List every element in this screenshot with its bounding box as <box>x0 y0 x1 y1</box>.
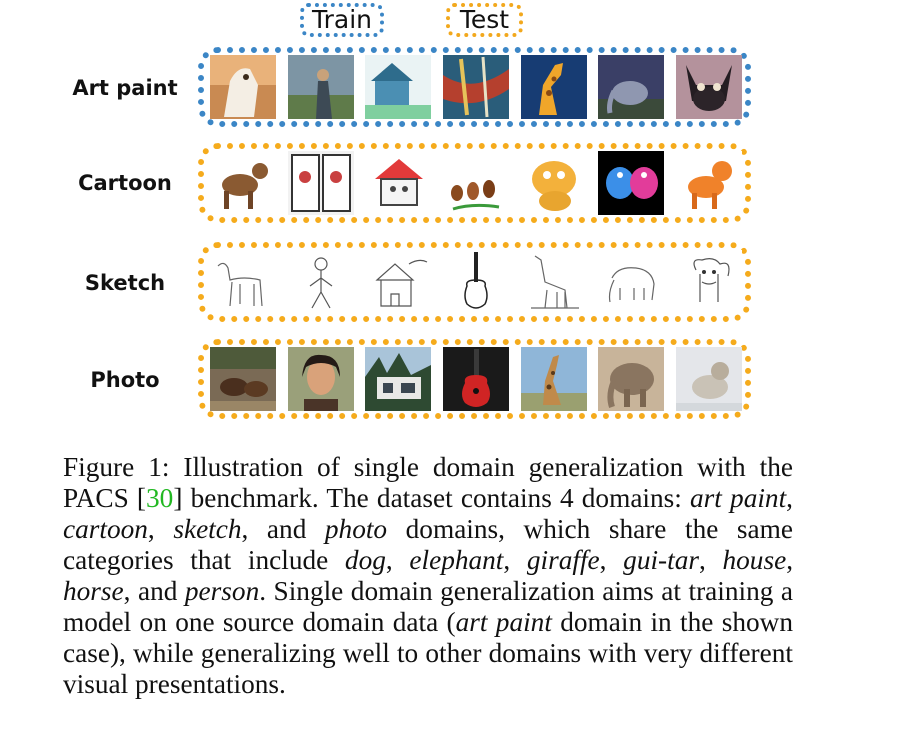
row-label-art-paint: Art paint <box>72 76 178 100</box>
caption-category-giraffe: giraffe <box>526 545 600 575</box>
cartoon-horse-image <box>210 151 276 215</box>
legend-train-box: Train <box>300 3 384 37</box>
art-paint-house-image <box>365 55 432 119</box>
caption-category-dog: dog <box>344 545 386 575</box>
caption-domain-sketch: sketch <box>173 514 242 544</box>
caption-source-domain: art paint <box>455 607 552 637</box>
caption-text-4: . Single domain generalization aims at t… <box>63 576 794 637</box>
sketch-elephant-image <box>598 250 665 314</box>
photo-elephant-image <box>598 347 665 411</box>
legend-train-label: Train <box>312 5 372 34</box>
caption-category-guitar: gui-tar <box>623 545 699 575</box>
domain-frame-sketch <box>198 242 751 322</box>
photo-horse-image <box>210 347 276 411</box>
cartoon-giraffe-image <box>520 151 587 215</box>
art-paint-guitar-image <box>442 55 509 119</box>
cartoon-person-image <box>287 151 354 215</box>
caption-separator: , <box>385 545 410 575</box>
caption-category-person: person <box>184 576 260 606</box>
image-strip-cartoon <box>210 151 742 215</box>
sketch-person-image <box>287 250 354 314</box>
caption-separator: , <box>786 545 794 575</box>
row-label-cartoon: Cartoon <box>78 171 172 195</box>
row-label-sketch: Sketch <box>84 271 166 295</box>
image-strip-sketch <box>210 250 742 314</box>
sketch-guitar-image <box>442 250 509 314</box>
caption-separator: , <box>599 545 624 575</box>
caption-separator: , <box>699 545 723 575</box>
domain-frame-cartoon <box>198 143 751 223</box>
sketch-horse-image <box>210 250 276 314</box>
caption-domain-cartoon: cartoon <box>63 514 148 544</box>
domain-frame-photo <box>198 339 751 419</box>
cartoon-dog-image <box>675 151 742 215</box>
caption-domain-art-paint: art paint <box>690 483 787 513</box>
caption-separator: , <box>147 514 174 544</box>
photo-giraffe-image <box>520 347 587 411</box>
domain-frame-art-paint <box>198 47 751 127</box>
art-paint-elephant-image <box>598 55 665 119</box>
cartoon-house-image <box>365 151 432 215</box>
art-paint-horse-image <box>210 55 276 119</box>
legend-test-box: Test <box>446 3 523 37</box>
legend-test-label: Test <box>459 5 510 34</box>
photo-guitar-image <box>442 347 509 411</box>
art-paint-person-image <box>287 55 354 119</box>
sketch-house-image <box>365 250 432 314</box>
row-label-photo: Photo <box>90 368 160 392</box>
caption-separator: , and <box>241 514 325 544</box>
caption-separator: , and <box>123 576 185 606</box>
photo-dog-image <box>675 347 742 411</box>
caption-separator: , <box>786 483 793 513</box>
caption-category-elephant: elephant <box>409 545 504 575</box>
caption-domain-photo: photo <box>324 514 388 544</box>
photo-person-image <box>287 347 354 411</box>
image-strip-photo <box>210 347 742 411</box>
caption-text-1: Figure 1: Illustration of single domain … <box>63 452 793 513</box>
caption-text-5: domain in the shown case), while general… <box>63 607 793 699</box>
image-strip-art-paint <box>210 55 742 119</box>
art-paint-giraffe-image <box>520 55 587 119</box>
sketch-dog-image <box>675 250 742 314</box>
photo-house-image <box>365 347 432 411</box>
caption-category-house: house <box>722 545 787 575</box>
caption-text-3: domains, which share the same categories… <box>63 514 793 575</box>
caption-text-2: ] benchmark. The dataset contains 4 doma… <box>173 483 691 513</box>
caption-separator: , <box>503 545 527 575</box>
sketch-giraffe-image <box>520 250 587 314</box>
cartoon-elephant-image <box>598 151 665 215</box>
cartoon-guitar-image <box>442 151 509 215</box>
caption-category-horse: horse <box>63 576 124 606</box>
art-paint-dog-image <box>675 55 742 119</box>
citation-link[interactable]: 30 <box>146 483 174 513</box>
figure-caption: Figure 1: Illustration of single domain … <box>63 452 793 700</box>
